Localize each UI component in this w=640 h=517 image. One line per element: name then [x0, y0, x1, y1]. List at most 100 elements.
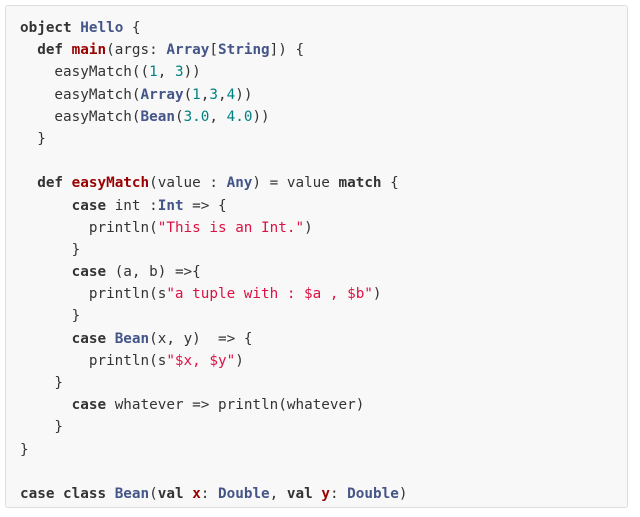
code-token: , — [218, 86, 227, 103]
code-token: val — [157, 485, 184, 502]
code-line: println(s"a tuple with : $a , $b") — [20, 283, 627, 305]
code-line: easyMatch((1, 3)) — [20, 61, 627, 83]
code-token — [20, 264, 72, 280]
code-token: y — [321, 485, 330, 502]
code-token: Array — [166, 42, 210, 59]
code-token: String — [218, 42, 270, 59]
code-token: case — [71, 197, 107, 214]
code-line: } — [20, 372, 627, 394]
code-token: ) — [235, 352, 244, 369]
code-token: Bean — [140, 108, 175, 125]
code-line: } — [20, 305, 627, 327]
code-lines: object Hello { def main(args: Array[Stri… — [20, 17, 627, 505]
code-token: ) — [372, 286, 382, 303]
code-line: case (a, b) =>{ — [20, 261, 627, 283]
code-token: , — [209, 108, 227, 125]
code-line: object Hello { — [20, 17, 627, 39]
code-token: easyMatch(( — [20, 64, 150, 81]
code-token: ) — [304, 219, 313, 236]
code-token: x — [192, 485, 201, 502]
code-line: case int :Int => { — [20, 195, 627, 217]
code-token: } — [20, 441, 29, 458]
code-token: { — [381, 175, 399, 192]
code-token: main — [71, 42, 107, 59]
code-token — [106, 331, 115, 347]
code-token: println( — [20, 219, 158, 236]
code-token: def — [37, 175, 64, 192]
code-token — [63, 175, 72, 191]
code-line: case Bean(x, y) => { — [20, 328, 627, 350]
code-token: ( — [174, 108, 184, 125]
code-token: ( — [183, 86, 193, 103]
code-token: Any — [226, 175, 253, 192]
code-token — [54, 486, 63, 502]
code-token: Double — [218, 485, 270, 502]
code-token: Int — [157, 197, 184, 214]
code-token — [184, 486, 193, 502]
code-token: object — [20, 20, 72, 36]
code-token — [20, 198, 72, 214]
code-token: )) — [252, 108, 270, 125]
code-token: println(s — [20, 286, 167, 303]
code-token: { — [123, 20, 141, 36]
code-token: "a tuple with : $a , $b" — [166, 286, 373, 303]
code-token: Array — [140, 86, 184, 103]
code-token: ) = value — [252, 175, 339, 192]
code-token: (x, y) => { — [149, 330, 253, 347]
code-token — [20, 331, 72, 347]
code-token: Hello — [80, 20, 124, 36]
code-token: [ — [209, 42, 219, 59]
code-token: whatever => println(whatever) — [106, 397, 365, 414]
code-line: } — [20, 439, 627, 461]
code-token: (value : — [149, 175, 227, 192]
code-token: : — [329, 485, 348, 502]
code-token: easyMatch( — [20, 86, 141, 103]
code-line: } — [20, 128, 627, 150]
code-token — [72, 20, 81, 36]
code-token: 4.0 — [226, 108, 253, 125]
code-token: )) — [183, 64, 201, 81]
code-token: int : — [106, 197, 158, 214]
code-line: println(s"$x, $y") — [20, 350, 627, 372]
code-line: def easyMatch(value : Any) = value match… — [20, 172, 627, 194]
code-token: Bean — [114, 330, 150, 347]
code-token: easyMatch — [71, 175, 150, 192]
code-line — [20, 461, 627, 483]
code-token: } — [20, 375, 64, 391]
code-token: case — [71, 330, 107, 347]
code-token: def — [37, 42, 64, 59]
code-token: (args: — [106, 42, 167, 59]
code-token: 4 — [226, 86, 236, 103]
code-token: val — [286, 485, 313, 502]
code-token: (a, b) =>{ — [106, 264, 201, 281]
code-line: easyMatch(Bean(3.0, 4.0)) — [20, 106, 627, 128]
code-line — [20, 150, 627, 172]
code-token: } — [20, 419, 64, 436]
code-token — [20, 42, 37, 58]
code-token: match — [338, 175, 382, 192]
code-token: case — [20, 485, 55, 502]
code-token: , — [269, 485, 287, 502]
code-token: easyMatch( — [20, 108, 141, 125]
code-token: } — [20, 308, 81, 325]
code-token: 3 — [209, 86, 218, 103]
code-token: 1 — [192, 86, 201, 103]
code-token: 1 — [149, 64, 158, 81]
code-line: case whatever => println(whatever) — [20, 394, 627, 416]
code-token: case — [71, 264, 107, 281]
code-block: object Hello { def main(args: Array[Stri… — [5, 5, 628, 508]
code-token: println(s — [20, 352, 167, 369]
code-token — [63, 42, 72, 58]
code-token — [20, 397, 72, 413]
code-token: Bean — [114, 485, 150, 502]
code-token: ) — [398, 485, 408, 502]
code-token: case — [71, 397, 107, 414]
code-token: 3 — [174, 64, 184, 81]
code-token: )) — [235, 86, 253, 103]
code-token: ( — [149, 485, 158, 502]
code-line: } — [20, 416, 627, 438]
code-token: => { — [183, 197, 227, 214]
code-token: : — [200, 485, 219, 502]
code-token: Double — [347, 485, 399, 502]
code-line: case class Bean(val x: Double, val y: Do… — [20, 483, 627, 505]
